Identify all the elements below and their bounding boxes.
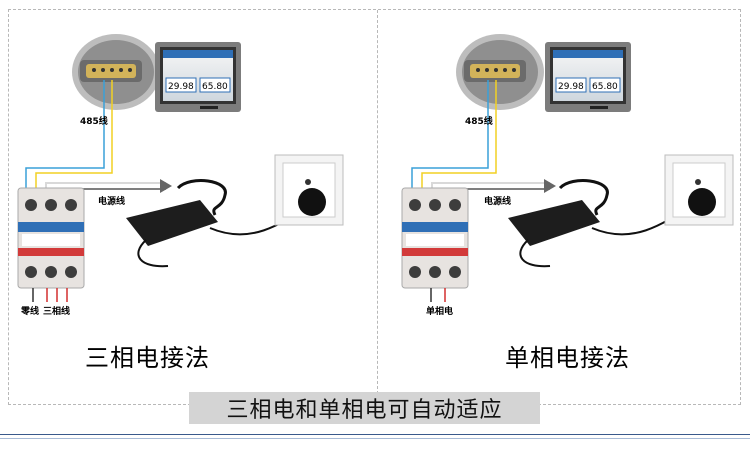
right-wire-yellow — [421, 80, 497, 190]
left-arrow — [160, 179, 172, 193]
right-label-485: 485线 — [465, 117, 493, 127]
auto-adapt-banner: 三相电和单相电可自动适应 — [189, 392, 540, 424]
right-label-single-phase: 单相电 — [426, 307, 454, 317]
left-diagram: 29.98 65.80 — [17, 34, 344, 302]
left-rs485-connector — [72, 34, 160, 110]
left-screen-value-1: 29.98 — [168, 82, 194, 92]
left-screen-value-2: 65.80 — [202, 82, 228, 92]
left-label-power-line: 电源线 — [98, 197, 126, 207]
right-title: 单相电接法 — [505, 344, 630, 372]
left-label-zero-line: 零线 — [21, 307, 40, 317]
left-title: 三相电接法 — [85, 344, 210, 372]
center-divider — [377, 10, 378, 404]
right-wall-socket — [664, 154, 734, 226]
left-meter-device — [17, 187, 85, 289]
left-touch-screen: 29.98 65.80 — [155, 42, 241, 112]
left-label-485: 485线 — [80, 117, 108, 127]
right-rs485-connector — [456, 34, 544, 110]
bottom-rule — [0, 434, 750, 452]
right-diagram: 29.98 65.80 — [401, 34, 734, 302]
left-wire-yellow — [35, 80, 113, 190]
right-power-adapter — [508, 179, 693, 268]
right-arrow — [544, 179, 556, 193]
right-label-power-line: 电源线 — [484, 197, 512, 207]
left-label-three-phase-line: 三相线 — [43, 307, 71, 317]
left-wire-blue — [25, 80, 105, 190]
right-screen-value-2: 65.80 — [592, 82, 618, 92]
right-touch-screen: 29.98 65.80 — [545, 42, 631, 112]
right-screen-value-1: 29.98 — [558, 82, 584, 92]
right-meter-device — [401, 187, 469, 289]
left-wall-socket — [274, 154, 344, 226]
right-wire-blue — [411, 80, 489, 190]
